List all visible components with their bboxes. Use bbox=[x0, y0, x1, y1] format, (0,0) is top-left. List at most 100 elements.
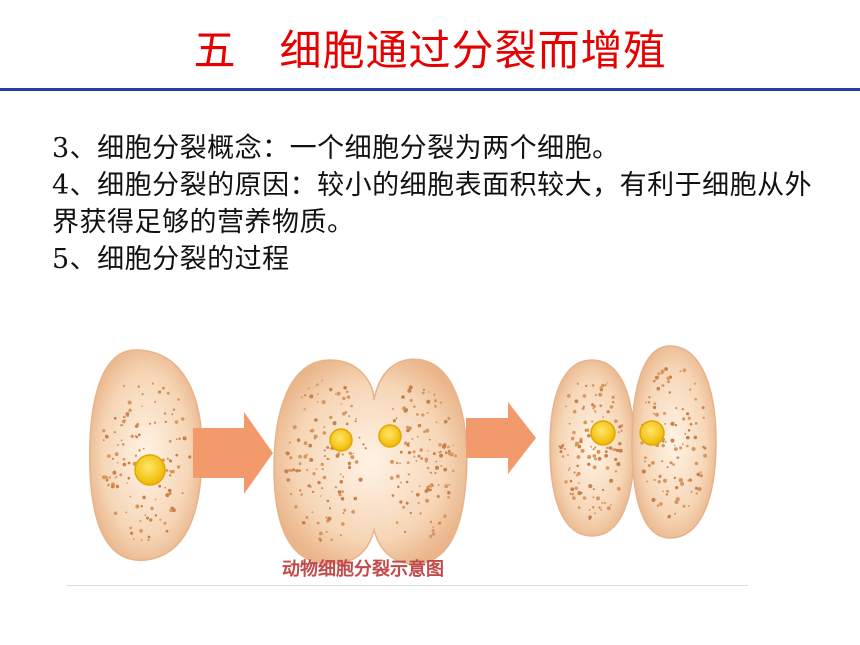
granule-dot bbox=[337, 490, 342, 494]
granule-dot bbox=[572, 496, 576, 500]
granule-dot bbox=[571, 492, 575, 496]
granule-dot bbox=[592, 454, 597, 458]
granule-dot bbox=[445, 451, 448, 454]
granule-dot bbox=[701, 406, 705, 410]
granule-dot bbox=[113, 431, 116, 434]
granule-dot bbox=[125, 511, 128, 514]
granule-dot bbox=[150, 506, 154, 511]
granule-dot bbox=[670, 421, 675, 426]
nucleus bbox=[134, 454, 166, 486]
granule-dot bbox=[399, 481, 402, 484]
granule-dot bbox=[134, 435, 137, 438]
granule-dot bbox=[154, 401, 157, 403]
granule-dot bbox=[323, 426, 326, 429]
granule-dot bbox=[351, 510, 356, 514]
slide-body: 3、细胞分裂概念：一个细胞分裂为两个细胞。 4、细胞分裂的原因：较小的细胞表面积… bbox=[52, 130, 822, 278]
granule-dot bbox=[134, 454, 138, 457]
granule-dot bbox=[693, 382, 696, 385]
granule-dot bbox=[443, 514, 447, 518]
granule-dot bbox=[340, 496, 345, 501]
granule-dot bbox=[129, 495, 132, 498]
granule-dot bbox=[102, 429, 106, 433]
granule-dot bbox=[590, 445, 593, 448]
granule-dot bbox=[699, 474, 703, 478]
granule-dot bbox=[685, 435, 690, 440]
granule-dot bbox=[345, 422, 349, 426]
granule-dot bbox=[390, 459, 394, 464]
granule-dot bbox=[135, 504, 140, 509]
granule-dot bbox=[309, 457, 314, 462]
granule-dot bbox=[326, 499, 330, 503]
granule-dot bbox=[167, 488, 172, 493]
nucleus bbox=[590, 420, 616, 446]
granule-dot bbox=[102, 439, 105, 441]
granule-dot bbox=[604, 453, 608, 458]
granule-dot bbox=[295, 469, 299, 473]
granule-dot bbox=[340, 403, 343, 405]
granule-dot bbox=[432, 452, 436, 456]
granule-dot bbox=[652, 405, 657, 410]
granule-dot bbox=[443, 419, 448, 424]
granule-dot bbox=[402, 505, 406, 509]
granule-dot bbox=[416, 435, 419, 438]
granule-dot bbox=[316, 393, 319, 395]
granule-dot bbox=[407, 389, 412, 393]
granule-dot bbox=[695, 492, 698, 495]
granule-dot bbox=[147, 535, 151, 539]
granule-dot bbox=[104, 434, 109, 439]
granule-dot bbox=[419, 448, 424, 452]
granule-dot bbox=[329, 447, 332, 449]
granules bbox=[640, 367, 708, 519]
granule-dot bbox=[425, 498, 429, 503]
granule-dot bbox=[596, 496, 600, 501]
granule-dot bbox=[298, 469, 301, 472]
granule-dot bbox=[119, 424, 122, 427]
granule-dot bbox=[703, 446, 707, 450]
granule-dot bbox=[143, 447, 145, 450]
granule-dot bbox=[328, 507, 332, 510]
granule-dot bbox=[426, 412, 429, 414]
granule-dot bbox=[320, 495, 322, 497]
granule-dot bbox=[303, 454, 308, 459]
granule-dot bbox=[407, 444, 410, 447]
granule-dot bbox=[669, 461, 673, 465]
granule-dot bbox=[175, 438, 178, 440]
granule-dot bbox=[427, 450, 430, 452]
granule-dot bbox=[640, 441, 644, 445]
granule-dot bbox=[323, 449, 326, 452]
granule-dot bbox=[663, 411, 666, 415]
granule-dot bbox=[154, 514, 158, 517]
granule-dot bbox=[301, 521, 306, 525]
granule-dot bbox=[139, 520, 142, 522]
granule-dot bbox=[395, 521, 399, 524]
granule-dot bbox=[296, 438, 301, 442]
granule-dot bbox=[452, 469, 455, 473]
granule-dot bbox=[149, 422, 152, 425]
granule-dot bbox=[580, 448, 585, 453]
granule-dot bbox=[606, 446, 609, 449]
granule-dot bbox=[675, 497, 680, 502]
granule-dot bbox=[355, 418, 357, 420]
granule-dot bbox=[656, 504, 660, 507]
granule-dot bbox=[694, 398, 697, 401]
granule-dot bbox=[653, 479, 656, 481]
granule-dot bbox=[308, 443, 313, 448]
granule-dot bbox=[164, 420, 167, 423]
granule-dot bbox=[682, 368, 687, 373]
granule-dot bbox=[421, 391, 425, 395]
granule-dot bbox=[703, 453, 708, 458]
granule-dot bbox=[665, 493, 669, 496]
granule-dot bbox=[391, 494, 395, 497]
granule-dot bbox=[702, 416, 705, 419]
granule-dot bbox=[389, 476, 394, 480]
granule-dot bbox=[298, 454, 302, 459]
granule-dot bbox=[174, 420, 179, 424]
granule-dot bbox=[168, 459, 172, 463]
granule-dot bbox=[341, 522, 345, 526]
granule-dot bbox=[316, 521, 320, 525]
granule-dot bbox=[405, 425, 409, 429]
granule-dot bbox=[321, 468, 324, 471]
granule-dot bbox=[435, 421, 438, 424]
granule-dot bbox=[662, 440, 664, 443]
granule-dot bbox=[409, 511, 412, 515]
